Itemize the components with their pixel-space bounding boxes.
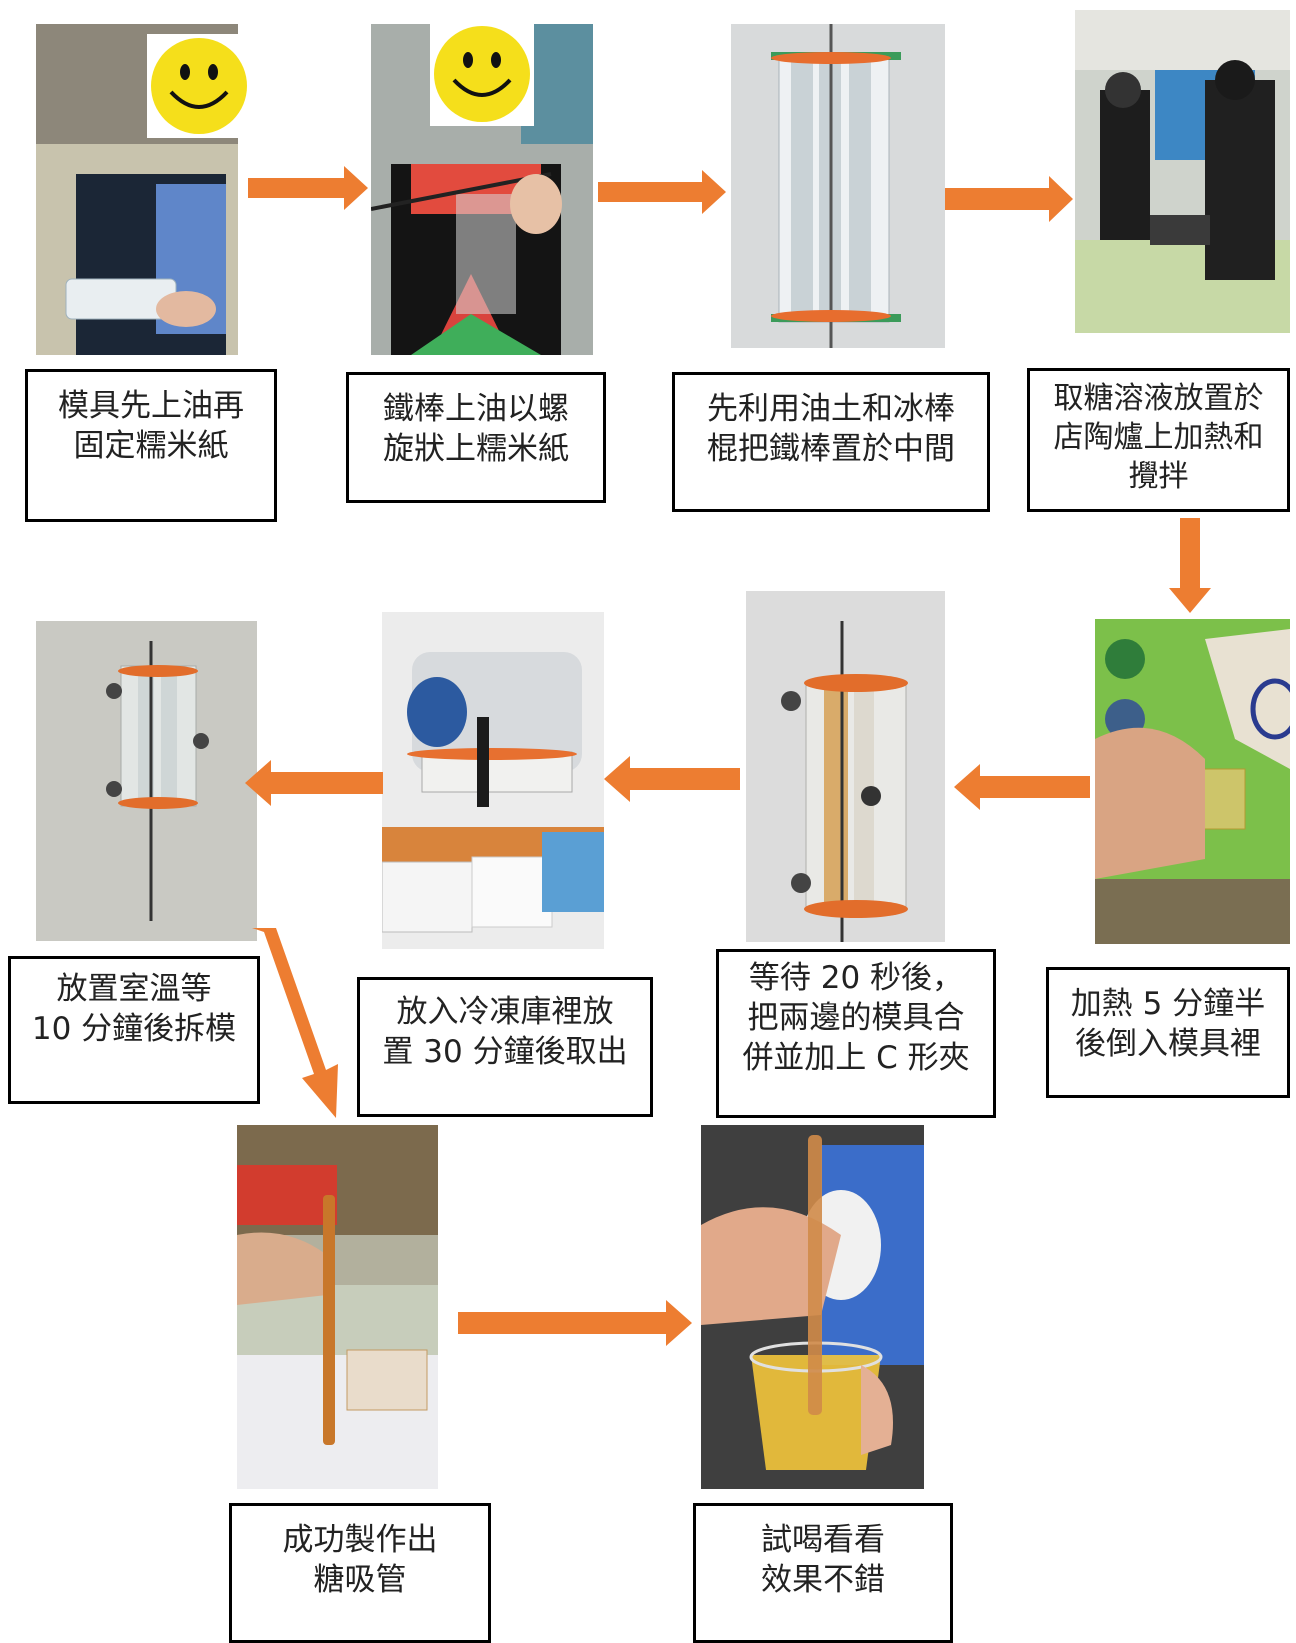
- orange-block-arrow-icon: [245, 760, 383, 806]
- step-3-box: 先利用油土和冰棒 棍把鐵棒置於中間: [672, 372, 990, 512]
- smiley-face-icon: [147, 34, 251, 138]
- step-1-text: 模具先上油再 固定糯米紙: [58, 388, 244, 464]
- orange-block-arrow-icon: [954, 764, 1090, 810]
- step-1-box: 模具先上油再 固定糯米紙: [25, 369, 277, 522]
- orange-block-arrow-icon: [458, 1300, 692, 1346]
- photo-step-9: [237, 1125, 438, 1489]
- step-5-text: 加熱 5 分鐘半 後倒入模具裡: [1070, 986, 1266, 1062]
- step-9-box: 成功製作出 糖吸管: [229, 1503, 491, 1643]
- orange-block-arrow-icon: [598, 170, 726, 214]
- step-10-box: 試喝看看 效果不錯: [693, 1503, 953, 1643]
- step-3-text: 先利用油土和冰棒 棍把鐵棒置於中間: [707, 391, 955, 467]
- step-2-box: 鐵棒上油以螺 旋狀上糯米紙: [346, 372, 606, 503]
- step-7-text: 放入冷凍庫裡放 置 30 分鐘後取出: [382, 994, 628, 1070]
- step-8-box: 放置室溫等 10 分鐘後拆模: [8, 956, 260, 1104]
- step-6-text: 等待 20 秒後， 把兩邊的模具合 併並加上 C 形夾: [742, 960, 970, 1076]
- photo-step-3: [731, 24, 945, 348]
- orange-block-arrow-icon: [945, 176, 1073, 222]
- orange-block-arrow-icon: [604, 756, 740, 802]
- photo-step-6: [746, 591, 945, 942]
- step-5-box: 加熱 5 分鐘半 後倒入模具裡: [1046, 967, 1290, 1098]
- orange-block-arrow-icon: [248, 166, 368, 210]
- step-8-text: 放置室溫等 10 分鐘後拆模: [31, 971, 237, 1047]
- photo-step-5: [1095, 619, 1290, 944]
- step-2-text: 鐵棒上油以螺 旋狀上糯米紙: [383, 391, 569, 467]
- step-10-text: 試喝看看 效果不錯: [761, 1522, 885, 1598]
- orange-block-arrow-icon: [1169, 518, 1211, 613]
- step-7-box: 放入冷凍庫裡放 置 30 分鐘後取出: [357, 977, 653, 1117]
- step-9-text: 成功製作出 糖吸管: [282, 1522, 438, 1598]
- photo-step-7: [382, 612, 604, 949]
- step-6-box: 等待 20 秒後， 把兩邊的模具合 併並加上 C 形夾: [716, 949, 996, 1118]
- step-4-text: 取糖溶液放置於 店陶爐上加熱和 攪拌: [1053, 381, 1264, 494]
- photo-step-10: [701, 1125, 924, 1489]
- photo-step-8: [36, 621, 257, 941]
- step-4-box: 取糖溶液放置於 店陶爐上加熱和 攪拌: [1027, 368, 1290, 512]
- photo-step-4: [1075, 10, 1290, 333]
- orange-block-arrow-icon: [240, 928, 360, 1118]
- smiley-face-icon: [430, 22, 534, 126]
